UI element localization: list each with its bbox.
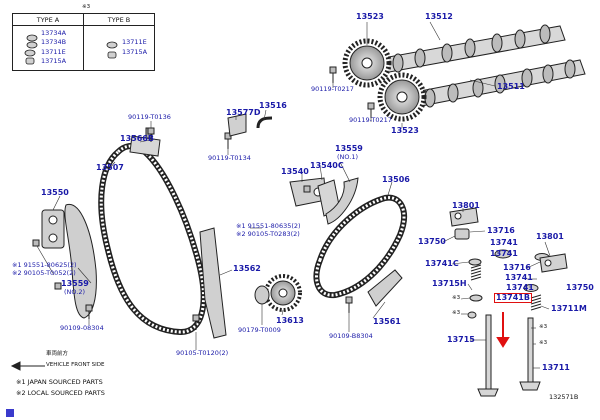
part-label[interactable]: 13716: [487, 226, 515, 235]
part-label[interactable]: 90119-T0217: [349, 116, 392, 124]
leader-lines: [36, 21, 551, 369]
corner-marker: [6, 409, 14, 417]
valve-intake: [477, 314, 499, 397]
part-label[interactable]: 90119-T0217: [311, 85, 354, 93]
part-label[interactable]: 13715: [447, 335, 475, 344]
part-label[interactable]: 13715H: [432, 279, 467, 288]
cam-sprocket-lower: [377, 72, 427, 122]
camshaft-upper: [371, 24, 566, 75]
timing-chain-right: [313, 194, 407, 299]
part-label[interactable]: 13506: [382, 175, 410, 184]
type-table-mark: ※3: [82, 4, 91, 10]
part-label[interactable]: 13716: [503, 263, 531, 272]
part-label[interactable]: 13562: [233, 264, 261, 273]
camshaft-lower: [404, 59, 586, 109]
crank-sprocket: [264, 274, 302, 312]
part-label[interactable]: 90119-T0134: [208, 154, 251, 162]
part-label[interactable]: 13750: [418, 237, 446, 246]
part-label[interactable]: 13511: [497, 82, 525, 91]
chain-guide-561: [367, 269, 403, 307]
part-label[interactable]: 13512: [425, 12, 453, 21]
part-label[interactable]: 13523: [356, 12, 384, 21]
chain-guide-center: [199, 227, 227, 339]
part-label[interactable]: 90179-T0009: [238, 326, 281, 334]
part-label[interactable]: 13801: [452, 201, 480, 210]
part-label[interactable]: 13801: [536, 232, 564, 241]
type-a-header: TYPE A: [12, 13, 84, 26]
part-label[interactable]: 13734B: [41, 38, 67, 46]
diagram-id: 132571B: [549, 393, 579, 401]
part-label[interactable]: ※2 90105-T0283(2): [236, 230, 300, 238]
timing-chain-left: [98, 143, 207, 335]
part-label[interactable]: 13741: [506, 283, 534, 292]
note-mark: ※3: [452, 295, 461, 301]
vehicle-front-arrow: [10, 361, 45, 371]
highlight-arrow: [496, 312, 510, 348]
part-label[interactable]: ※1 91551-80625(2): [12, 261, 77, 269]
part-label[interactable]: 13741: [490, 249, 518, 258]
note-mark: ※3: [452, 310, 461, 316]
spring-left: [470, 264, 482, 281]
part-label[interactable]: 13715A: [121, 48, 148, 56]
rocker-arm-right: [539, 253, 568, 273]
part-label[interactable]: 13516: [259, 101, 287, 110]
part-label[interactable]: 13741: [505, 273, 533, 282]
type-a-cell: 13734A 13734B 13711E 13715A: [13, 26, 83, 70]
chain-tensioner: [41, 209, 65, 249]
spring-right: [530, 294, 542, 311]
part-label[interactable]: 13540C: [310, 161, 344, 170]
part-label[interactable]: 13741C: [425, 259, 459, 268]
cam-sprocket-upper: [342, 38, 392, 88]
valve-exhaust: [519, 317, 541, 391]
part-label[interactable]: 13507: [96, 163, 124, 172]
part-label[interactable]: 13566B: [120, 134, 154, 143]
chain-guide-no1: [325, 177, 359, 225]
part-label[interactable]: 13715A: [41, 57, 67, 65]
part-label[interactable]: 90105-T0120(2): [176, 349, 229, 357]
part-label[interactable]: 13523: [391, 126, 419, 135]
part-label[interactable]: 13711E: [41, 48, 66, 56]
part-label[interactable]: 13561: [373, 317, 401, 326]
part-label[interactable]: ※2 90105-T0052(2): [12, 269, 76, 277]
part-label[interactable]: 13559: [335, 144, 363, 153]
part-label[interactable]: 13540: [281, 167, 309, 176]
type-b-cell: 13711E 13715A: [84, 26, 154, 70]
part-label[interactable]: 90119-T0136: [128, 113, 171, 121]
part-label[interactable]: 13613: [276, 316, 304, 325]
valve-parts-small: [467, 249, 550, 319]
part-label[interactable]: 90109-08304: [60, 324, 104, 332]
part-label[interactable]: 13559: [61, 279, 89, 288]
part-label[interactable]: (NO.2): [64, 288, 85, 296]
chain-guide-left: [64, 204, 97, 319]
part-label[interactable]: 13711E: [121, 38, 147, 46]
crank-washer: [254, 285, 270, 305]
note-mark: ※3: [539, 340, 548, 346]
part-label[interactable]: (NO.1): [337, 153, 358, 161]
note-mark: ※3: [539, 324, 548, 330]
note-japan-sourced: ※1 JAPAN SOURCED PARTS: [16, 378, 103, 386]
part-label[interactable]: 13741: [490, 238, 518, 247]
bolts: [32, 66, 375, 330]
part-label[interactable]: 13550: [41, 188, 69, 197]
part-label[interactable]: 13711: [542, 363, 570, 372]
part-label[interactable]: 13711M: [551, 304, 587, 313]
part-label[interactable]: 13750: [566, 283, 594, 292]
part-label[interactable]: ※1 91551-80635(2): [236, 222, 301, 230]
vehicle-front-en: VEHICLE FRONT SIDE: [46, 362, 105, 368]
oil-pipe: [256, 116, 273, 129]
type-b-header: TYPE B: [82, 13, 156, 26]
type-table: TYPE A TYPE B 13734A 13734B 13711E 13715…: [12, 13, 156, 71]
rocker-arm-left: [449, 207, 479, 227]
part-label[interactable]: 13734A: [41, 29, 67, 37]
vehicle-front-jp: 車両前方: [46, 351, 69, 357]
part-label[interactable]: 13577D: [226, 108, 261, 117]
note-local-sourced: ※2 LOCAL SOURCED PARTS: [16, 389, 105, 397]
highlighted-part-label[interactable]: 13741B: [494, 293, 532, 303]
lash-adjuster-left: [454, 228, 470, 240]
part-label[interactable]: 90109-B8304: [329, 332, 373, 340]
bracket-577d: [227, 113, 247, 137]
